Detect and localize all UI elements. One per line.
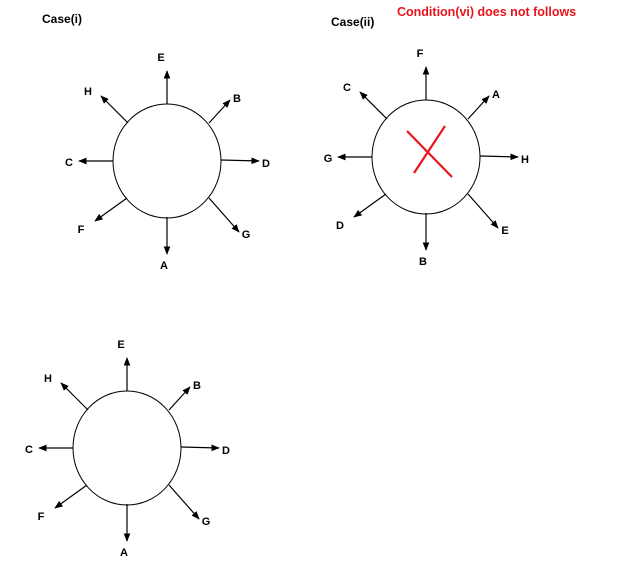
person-label-top-left: H [44, 373, 52, 385]
person-label-top-left: C [343, 82, 351, 94]
cross-mark-icon [406, 125, 453, 178]
case-ii-title: Case(ii) [331, 15, 374, 29]
person-label-bottom: A [120, 547, 128, 559]
person-label-top-right: B [233, 93, 241, 105]
arrow-top-right [467, 95, 490, 120]
arrow-bottom-right [168, 484, 200, 520]
arrow-right [220, 157, 260, 165]
person-label-bottom-left: D [336, 220, 344, 232]
person-label-bottom-left: F [78, 224, 85, 236]
person-label-bottom-left: F [38, 511, 45, 523]
person-label-bottom-right: E [501, 225, 508, 237]
person-label-bottom: A [160, 260, 168, 272]
arrow-bottom-left [353, 193, 387, 218]
person-label-top-right: B [193, 380, 201, 392]
table-circle [112, 103, 222, 219]
person-label-top: E [117, 339, 124, 351]
condition-note: Condition(vi) does not follows [397, 5, 576, 19]
person-label-top-left: H [84, 86, 92, 98]
case-i-copy-diagram: E B D G A F C H [25, 339, 230, 559]
person-label-right: D [222, 445, 230, 457]
arrow-top-right [208, 99, 231, 124]
table-circle [72, 390, 182, 506]
arrow-top-left [60, 382, 89, 411]
case-ii-diagram: F A H E B D G C [324, 48, 529, 268]
person-label-left: C [25, 444, 33, 456]
table-circle [371, 99, 481, 215]
person-label-right: D [262, 158, 270, 170]
arrow-top-right [168, 386, 191, 411]
arrow-bottom-right [208, 197, 240, 233]
case-i-title: Case(i) [42, 12, 82, 26]
person-label-top: E [157, 52, 164, 64]
person-label-bottom: B [419, 256, 427, 268]
arrow-bottom-right [467, 193, 499, 229]
arrow-right [180, 444, 220, 452]
arrow-bottom-left [54, 484, 88, 509]
person-label-bottom-right: G [202, 516, 211, 528]
arrow-right [479, 153, 519, 161]
person-label-bottom-right: G [242, 229, 251, 241]
arrow-top-left [100, 95, 129, 124]
person-label-left: C [65, 157, 73, 169]
person-label-left: G [324, 153, 333, 165]
case-i-diagram: E B D G A F C H [65, 52, 270, 272]
arrow-top-left [359, 91, 388, 120]
arrow-bottom-left [94, 197, 128, 222]
person-label-right: H [521, 154, 529, 166]
person-label-top: F [417, 48, 424, 60]
person-label-top-right: A [492, 89, 500, 101]
